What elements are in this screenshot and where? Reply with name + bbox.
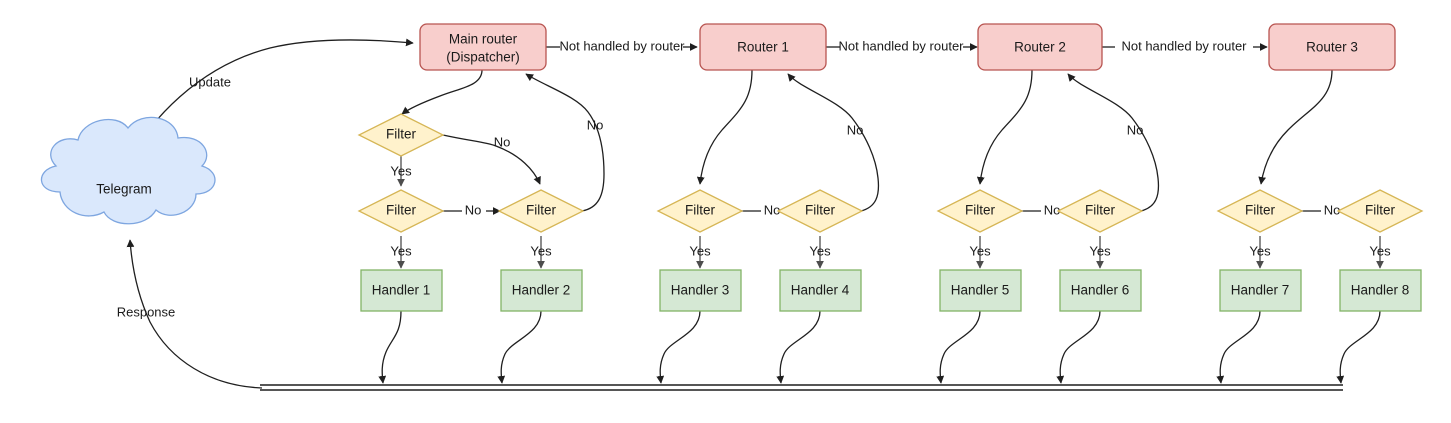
edge-response [126,239,263,389]
router-1-label: Router 1 [737,40,789,55]
edge-label-no-3: No [587,117,604,132]
router-3-label: Router 3 [1306,40,1358,55]
edge-label-not-handled-2: Not handled by router [838,38,964,53]
node-filter-8[interactable]: Filter [1336,189,1424,233]
edge-router2-to-filter5 [976,69,1033,185]
handler-5-label: Handler 5 [951,283,1010,298]
node-filter-1[interactable]: Filter [357,189,445,233]
node-router-3[interactable]: Router 3 [1268,23,1396,71]
node-filter-2[interactable]: Filter [497,189,585,233]
edge-label-no-7: No [1127,122,1144,137]
edge-label-no-6: No [1044,202,1061,217]
edge-filter6-to-router2-no [1067,73,1160,212]
edge-handler2-to-bus [497,310,542,384]
edge-label-response: Response [117,304,176,319]
filter-3-label: Filter [685,203,716,218]
telegram-cloud-label: Telegram [96,182,152,197]
node-handler-4[interactable]: Handler 4 [779,269,862,312]
node-filter-7[interactable]: Filter [1216,189,1304,233]
edge-label-yes-9: Yes [1369,243,1391,258]
node-router-1[interactable]: Router 1 [699,23,827,71]
edge-handler3-to-bus [656,310,701,384]
edge-label-yes-5: Yes [809,243,831,258]
edge-router1-to-filter3 [696,69,753,185]
main-router-label-line1: Main router [449,32,518,47]
filter-4-label: Filter [805,203,836,218]
node-filter-6[interactable]: Filter [1056,189,1144,233]
edge-label-yes-2: Yes [390,243,412,258]
node-handler-7[interactable]: Handler 7 [1219,269,1302,312]
node-main-router[interactable]: Main router (Dispatcher) [419,23,547,71]
handler-7-label: Handler 7 [1231,283,1290,298]
node-filter-5[interactable]: Filter [936,189,1024,233]
edge-label-no-1: No [494,134,511,149]
filter-1-label: Filter [386,203,417,218]
edge-mainrouter-to-filter-top [401,69,483,115]
filter-7-label: Filter [1245,203,1276,218]
node-handler-1[interactable]: Handler 1 [360,269,443,312]
node-handler-8[interactable]: Handler 8 [1339,269,1422,312]
handler-6-label: Handler 6 [1071,283,1130,298]
edge-label-no-2: No [465,202,482,217]
edge-handler1-to-bus [378,310,402,384]
edge-router3-to-filter7 [1258,69,1333,185]
node-handler-3[interactable]: Handler 3 [659,269,742,312]
node-handler-5[interactable]: Handler 5 [939,269,1022,312]
edge-label-yes-8: Yes [1249,243,1271,258]
edge-handler5-to-bus [936,310,981,384]
handler-3-label: Handler 3 [671,283,730,298]
edge-label-not-handled-3: Not handled by router [1121,38,1247,53]
handler-8-label: Handler 8 [1351,283,1410,298]
node-handler-2[interactable]: Handler 2 [500,269,583,312]
filter-6-label: Filter [1085,203,1116,218]
edge-label-yes-6: Yes [969,243,991,258]
edge-filter-top-no [442,134,541,185]
node-filter-top[interactable]: Filter [357,113,445,157]
edge-label-not-handled-1: Not handled by router [559,38,685,53]
router-2-label: Router 2 [1014,40,1066,55]
edge-label-yes-4: Yes [689,243,711,258]
response-bus [260,384,1343,391]
edge-label-no-4: No [764,202,781,217]
edge-label-yes-1: Yes [390,163,412,178]
handler-2-label: Handler 2 [512,283,571,298]
telegram-cloud[interactable]: Telegram [40,116,216,225]
filter-8-label: Filter [1365,203,1396,218]
main-router-label-line2: (Dispatcher) [446,50,520,65]
edge-filter2-to-mainrouter-no [525,73,605,212]
node-filter-3[interactable]: Filter [656,189,744,233]
filter-5-label: Filter [965,203,996,218]
node-filter-4[interactable]: Filter [776,189,864,233]
handler-1-label: Handler 1 [372,283,431,298]
edge-label-no-5: No [847,122,864,137]
handler-4-label: Handler 4 [791,283,850,298]
edge-label-update: Update [189,74,231,89]
filter-top-label: Filter [386,127,417,142]
edge-handler7-to-bus [1216,310,1261,384]
filter-2-label: Filter [526,203,557,218]
edge-handler4-to-bus [776,310,821,384]
edge-label-yes-7: Yes [1089,243,1111,258]
edge-handler8-to-bus [1336,310,1381,384]
edge-filter4-to-router1-no [787,73,880,212]
edge-label-no-8: No [1324,202,1341,217]
node-handler-6[interactable]: Handler 6 [1059,269,1142,312]
edge-handler6-to-bus [1056,310,1101,384]
edge-label-yes-3: Yes [530,243,552,258]
node-router-2[interactable]: Router 2 [977,23,1103,71]
